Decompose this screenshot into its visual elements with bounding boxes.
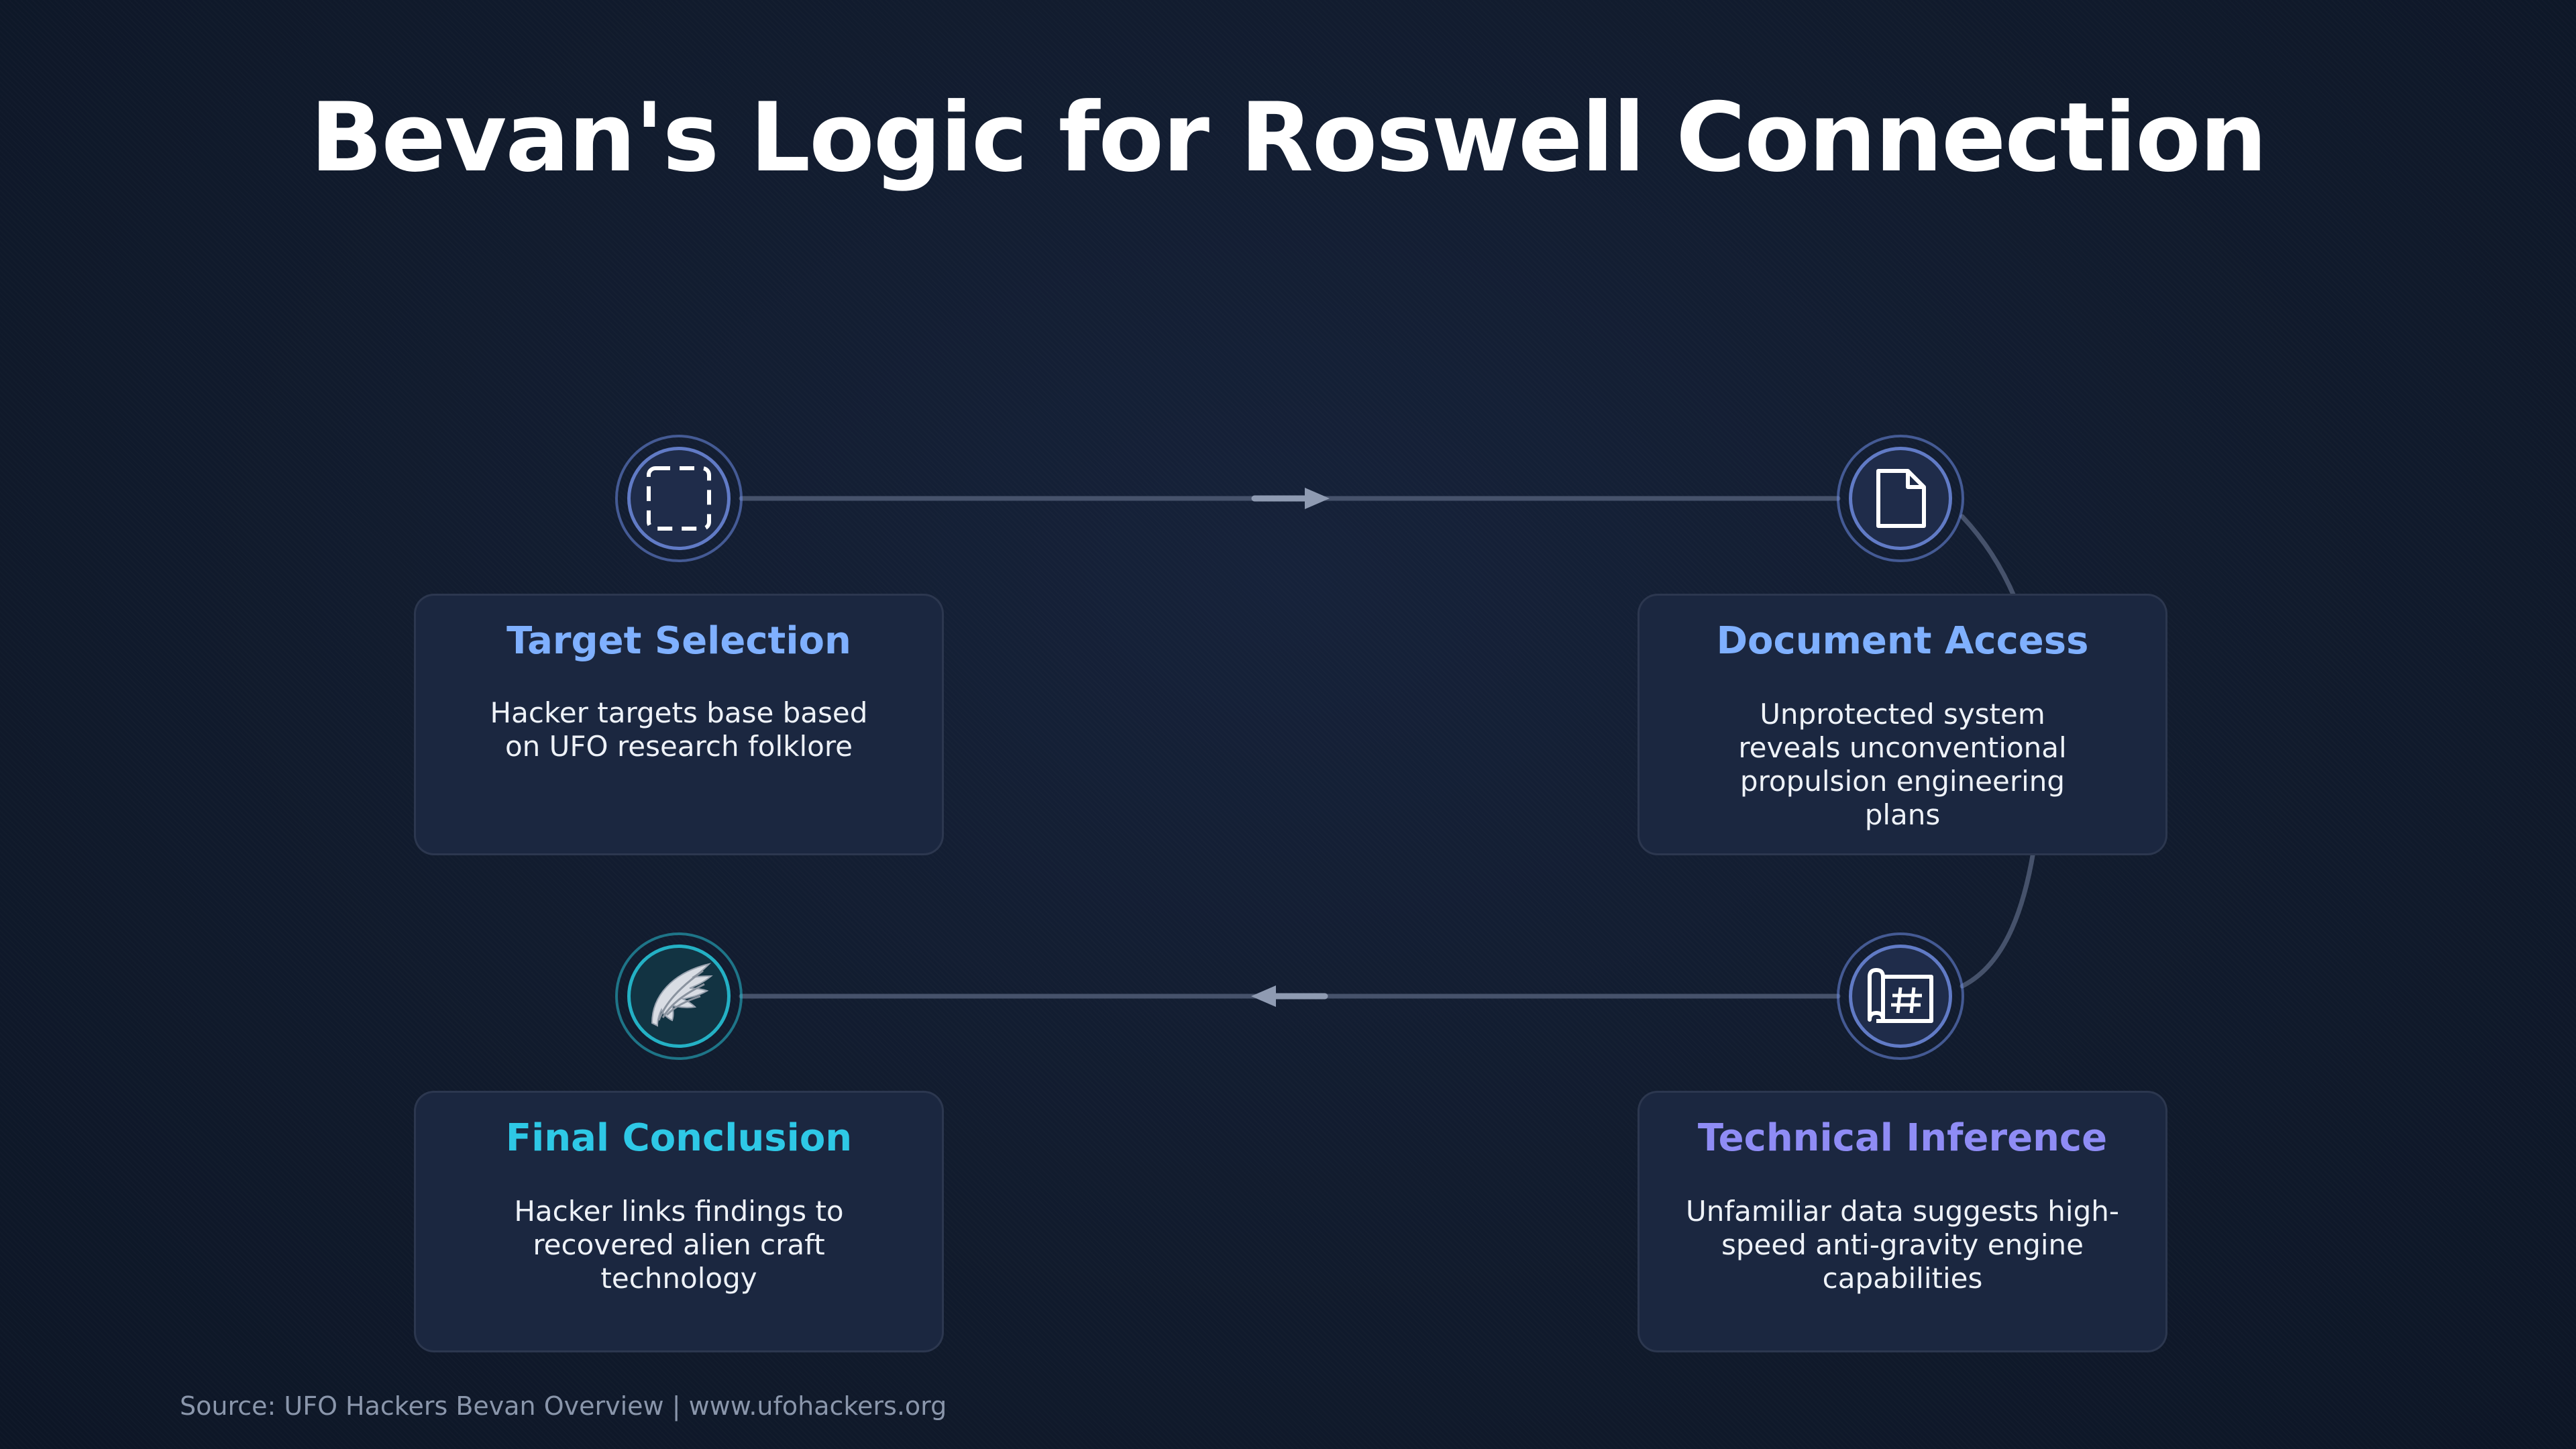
node-target-selection <box>615 435 743 562</box>
node-technical-inference <box>1837 932 1964 1060</box>
card-description: Hacker targets base based on UFO researc… <box>490 696 868 763</box>
source-citation: Source: UFO Hackers Bevan Overview | www… <box>180 1391 947 1421</box>
card-target-selection: Target Selection Hacker targets base bas… <box>414 594 944 855</box>
page-title: Bevan's Logic for Roswell Connection <box>310 83 2267 193</box>
dashed-selection-icon <box>647 466 711 531</box>
arrow-right-icon <box>1251 488 1330 509</box>
card-title: Final Conclusion <box>505 1116 853 1160</box>
card-title: Target Selection <box>506 619 851 663</box>
card-title: Document Access <box>1716 619 2089 663</box>
card-description: Hacker links findings to recovered alien… <box>514 1195 844 1295</box>
blueprint-icon <box>1868 968 1933 1023</box>
node-final-conclusion <box>615 932 743 1060</box>
node-document-access <box>1837 435 1964 562</box>
arrow-left-icon <box>1251 985 1328 1007</box>
card-title: Technical Inference <box>1697 1116 2108 1160</box>
document-icon <box>1876 469 1926 528</box>
card-technical-inference: Technical Inference Unfamiliar data sugg… <box>1638 1091 2167 1352</box>
wing-icon <box>651 963 713 1027</box>
card-description: Unfamiliar data suggests high-speed anti… <box>1685 1195 2120 1295</box>
card-description: Unprotected system reveals unconventiona… <box>1738 698 2067 831</box>
card-document-access: Document Access Unprotected system revea… <box>1638 594 2167 855</box>
card-final-conclusion: Final Conclusion Hacker links findings t… <box>414 1091 944 1352</box>
